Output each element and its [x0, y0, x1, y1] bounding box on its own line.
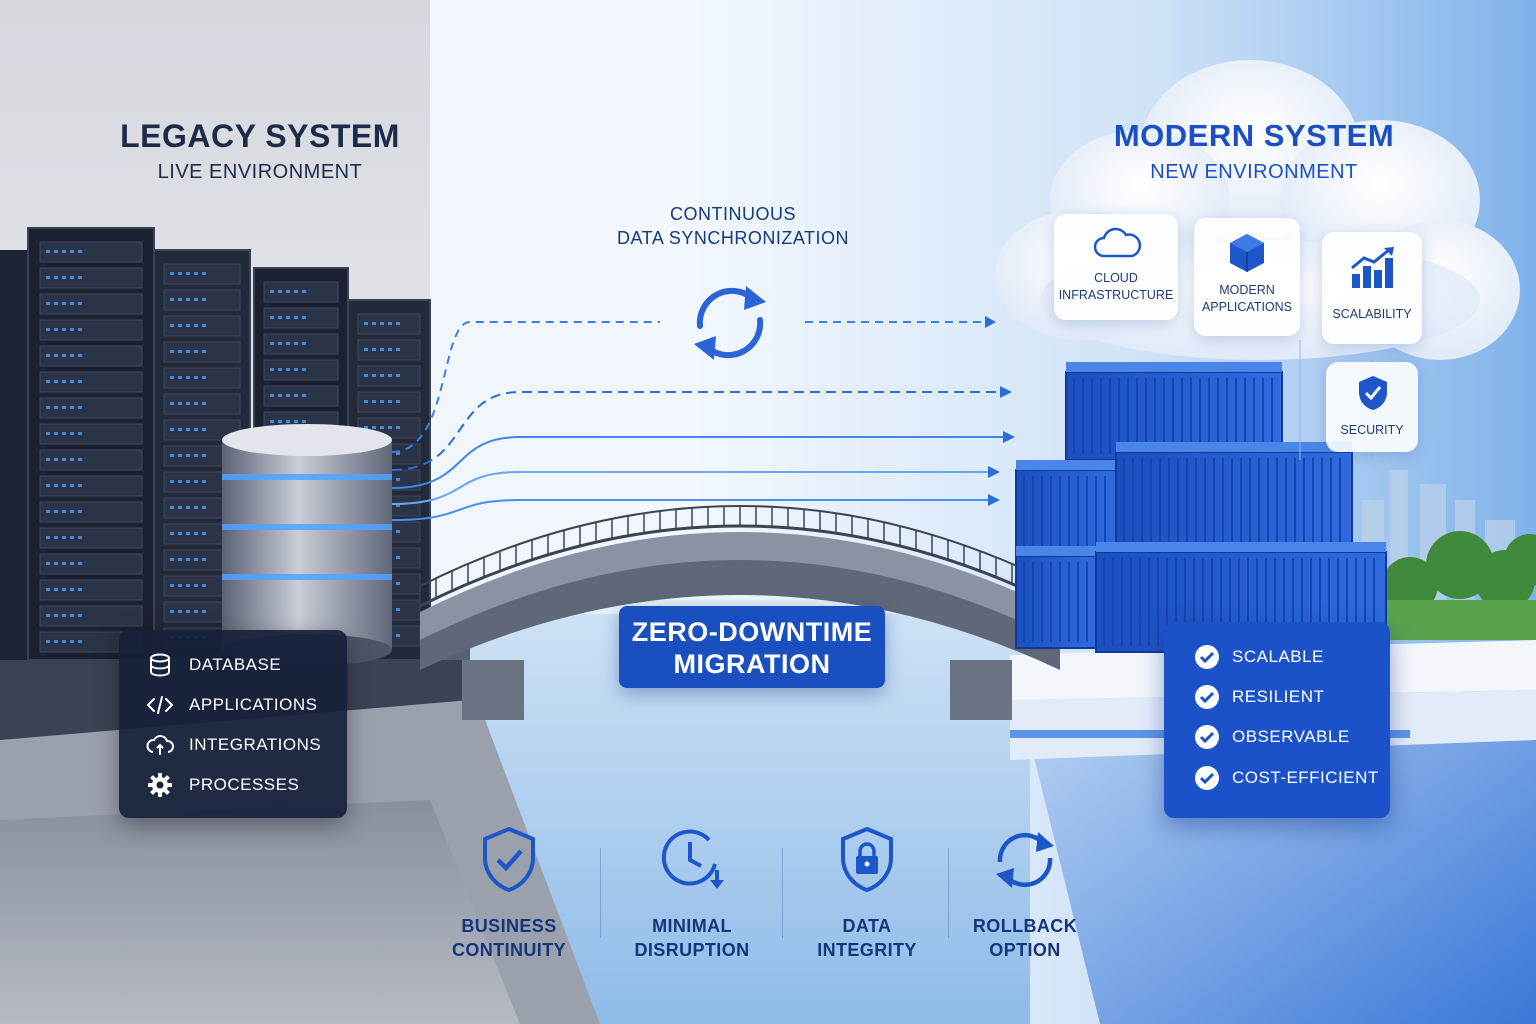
card-label-line1: CLOUD	[1094, 271, 1138, 285]
code-icon	[145, 690, 175, 720]
bar-chart-icon	[1351, 247, 1394, 288]
check-circle-icon	[1195, 725, 1219, 749]
feature-item: COST-EFFICIENT	[1194, 761, 1379, 795]
check-circle-icon	[1195, 766, 1219, 790]
modern-system-subtitle: NEW ENVIRONMENT	[1150, 161, 1358, 183]
legacy-item-label: APPLICATIONS	[189, 695, 318, 714]
card-scalability: SCALABILITY	[1322, 232, 1422, 344]
legacy-item-applications: APPLICATIONS	[145, 687, 318, 723]
check-circle-icon	[1195, 645, 1219, 669]
separator	[600, 848, 601, 938]
legacy-item-database: DATABASE	[145, 647, 281, 683]
legacy-item-processes: PROCESSES	[145, 767, 299, 803]
separator	[948, 848, 949, 938]
separator	[782, 848, 783, 938]
clock-icon	[661, 829, 724, 889]
legacy-item-integrations: INTEGRATIONS	[145, 727, 321, 763]
padlock-shield-icon	[841, 826, 893, 893]
check-circle-icon	[1195, 685, 1219, 709]
zero-downtime-badge: ZERO-DOWNTIME MIGRATION	[619, 606, 885, 688]
legacy-system-title: LEGACY SYSTEM	[120, 118, 400, 154]
shield-check-icon	[483, 826, 535, 893]
legacy-system-subtitle: LIVE ENVIRONMENT	[157, 161, 363, 183]
feature-label: OBSERVABLE	[1232, 727, 1350, 746]
feature-label: SCALABLE	[1232, 647, 1324, 666]
feature-label: RESILIENT	[1232, 687, 1325, 706]
sync-icon	[694, 286, 766, 360]
feature-item: RESILIENT	[1194, 680, 1324, 714]
card-security: SECURITY	[1326, 362, 1418, 452]
legacy-item-label: PROCESSES	[189, 775, 300, 794]
gear-icon	[145, 770, 175, 800]
feature-label: COST-EFFICIENT	[1232, 768, 1379, 787]
legacy-components-panel: DATABASE APPLICATIONS INTEGRATIONS PROCE…	[119, 630, 347, 818]
badge-line1: ZERO-DOWNTIME	[631, 617, 873, 647]
card-label-line1: MODERN	[1219, 283, 1275, 297]
legacy-item-label: INTEGRATIONS	[189, 735, 322, 754]
shield-check-icon	[1359, 376, 1387, 410]
feature-item: OBSERVABLE	[1194, 720, 1350, 754]
modern-features-panel: SCALABLE RESILIENT OBSERVABLE COST-EFFIC…	[1164, 622, 1390, 818]
card-cloud-infrastructure: CLOUD INFRASTRUCTURE	[1054, 214, 1178, 320]
card-label-line2: INFRASTRUCTURE	[1058, 288, 1174, 302]
card-modern-applications: MODERN APPLICATIONS	[1194, 218, 1300, 336]
cube-icon	[1230, 234, 1264, 272]
card-label-line1: SECURITY	[1340, 423, 1404, 437]
feature-item: SCALABLE	[1194, 640, 1324, 674]
sync-label-line1: CONTINUOUS	[670, 204, 796, 224]
legacy-item-label: DATABASE	[189, 655, 282, 674]
cloud-icon	[1093, 227, 1142, 258]
database-icon	[145, 650, 175, 680]
modern-system-title: MODERN SYSTEM	[1113, 118, 1395, 153]
sync-label-line2: DATA SYNCHRONIZATION	[616, 228, 849, 248]
card-label-line1: SCALABILITY	[1332, 307, 1412, 321]
sync-label: CONTINUOUS DATA SYNCHRONIZATION	[600, 202, 866, 250]
rollback-icon	[996, 832, 1054, 888]
card-label-line2: APPLICATIONS	[1201, 300, 1293, 314]
badge-line2: MIGRATION	[673, 649, 831, 679]
integrations-icon	[145, 730, 175, 760]
